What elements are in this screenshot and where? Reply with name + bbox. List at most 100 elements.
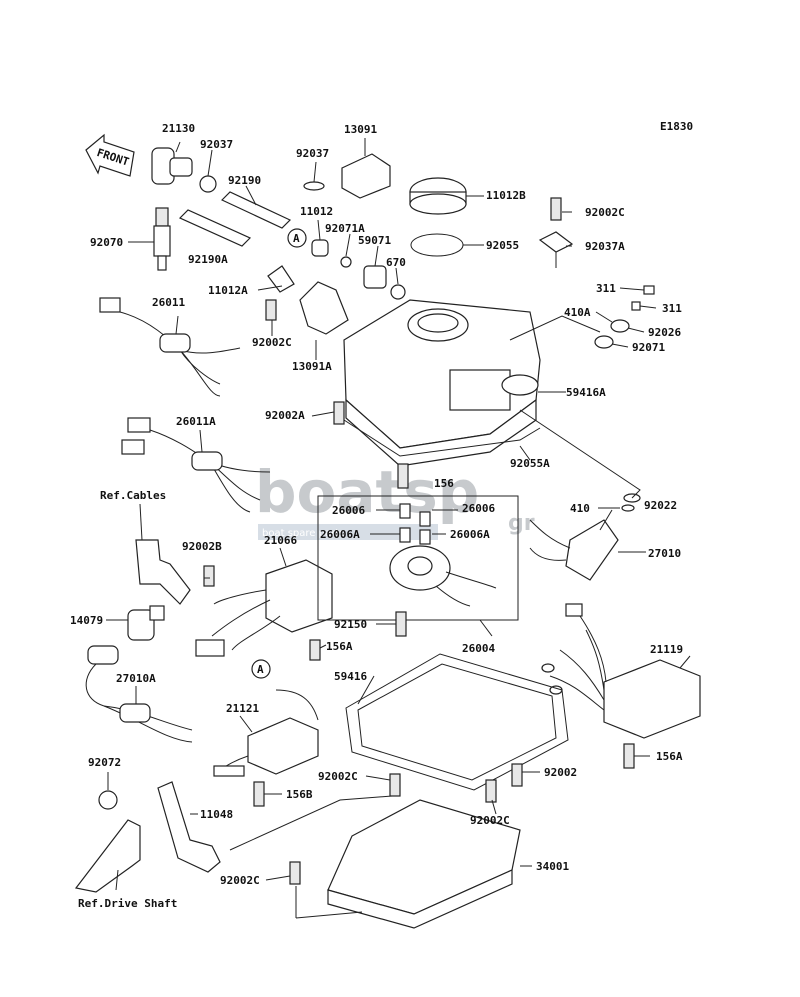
part-11012-plug [311,219,329,257]
label-410a: 410A [564,306,591,319]
part-11012a-cap [257,265,295,293]
part-11048-bracket [157,781,221,873]
label-92002c-center: 92002C [318,770,358,783]
part-92002c-bolt-left [265,299,277,336]
part-drive-shaft-bracket [74,819,141,893]
callout-a-top: A [287,228,307,248]
part-92055a-gasket [343,419,541,461]
part-26011a-harness [121,417,271,513]
label-92150: 92150 [334,618,367,631]
label-59416a: 59416A [566,386,606,399]
part-92070-spark-plug [128,207,171,271]
label-21121: 21121 [226,702,259,715]
part-92002b-bolt [203,565,215,587]
label-11012b: 11012B [486,189,526,202]
watermark-band [258,524,438,540]
part-92037-clip-top [303,161,325,191]
label-311-a: 311 [596,282,616,295]
label-26011: 26011 [152,296,185,309]
part-26004-pickup [389,545,497,637]
part-92002a-bolt [333,401,345,425]
part-59416-gasket [345,653,569,791]
part-34001-plate [327,799,532,929]
part-92190-hose [220,185,292,229]
label-92071: 92071 [632,341,665,354]
watermark-subtext: boat spare parts [262,528,344,539]
part-92037a-clamp [538,231,574,268]
label-92002c-left: 92002C [252,336,292,349]
label-13091a: 13091A [292,360,332,373]
part-92002c-bolt-center-right [485,779,497,803]
label-92002c-bottom: 92002C [220,874,260,887]
part-92002c-bolt-bottom [289,861,363,919]
part-13091a-bracket [299,281,349,360]
label-92037a: 92037A [585,240,625,253]
label-92022: 92022 [644,499,677,512]
part-92071a-ring [340,233,352,268]
label-11048: 11048 [200,808,233,821]
part-156a-bolt-left [309,639,321,661]
label-11012a: 11012A [208,284,248,297]
label-ref-drive-shaft: Ref.Drive Shaft [78,897,177,910]
part-92150-bolt [395,611,407,637]
callout-a-top-label: A [293,232,300,245]
part-670-oring [390,267,406,300]
label-92072: 92072 [88,756,121,769]
label-26004: 26004 [462,642,495,655]
label-92002b: 92002B [182,540,222,553]
label-92037-a: 92037 [200,138,233,151]
part-156a-bolt-right [623,743,635,769]
label-27010: 27010 [648,547,681,560]
part-21119-cdi [541,603,701,739]
label-26006a-right: 26006A [450,528,490,541]
label-92037-b: 92037 [296,147,329,160]
label-156: 156 [434,477,454,490]
box-26004-group [317,495,519,621]
part-21066-regulator [195,547,333,657]
label-92002c-center-right: 92002C [470,814,510,827]
label-92055: 92055 [486,239,519,252]
part-92055-oring [410,233,484,257]
front-arrow-icon: FRONT [85,133,135,177]
part-26011-harness [99,297,241,397]
label-156a: 156A [326,640,353,653]
part-92002c-bolt-center [389,773,401,797]
label-26006a-left: 26006A [320,528,360,541]
label-26006-right: 26006 [462,502,495,515]
label-26011a: 26011A [176,415,216,428]
label-92002c-top-right: 92002C [585,206,625,219]
label-21119: 21119 [650,643,683,656]
part-92002-bolt [511,763,523,787]
part-14079-sensor [106,605,165,641]
part-59071-fitting [363,245,387,289]
part-21130-sensor [151,141,193,185]
label-ref-cables: Ref.Cables [100,489,166,502]
label-14079: 14079 [70,614,103,627]
part-92072-clip [98,772,118,810]
part-59416a-housing [343,299,566,467]
label-21066: 21066 [264,534,297,547]
label-410: 410 [570,502,590,515]
part-26006-brush [399,503,431,545]
part-156b-bolt [253,781,265,807]
label-670: 670 [386,256,406,269]
part-27010a-relay [85,645,193,743]
label-34001: 34001 [536,860,569,873]
label-92002: 92002 [544,766,577,779]
callout-a-bottom: A [251,659,271,679]
diagram-code: E1830 [660,120,693,133]
label-156a-right: 156A [656,750,683,763]
label-92026: 92026 [648,326,681,339]
part-small-seals [594,285,655,349]
part-156-bolt [397,463,409,489]
label-92190a: 92190A [188,253,228,266]
part-92037-clamp [199,149,217,193]
part-21121-ignition-coil [213,689,319,777]
callout-a-bottom-label: A [257,663,264,676]
label-26006-left: 26006 [332,504,365,517]
part-92190a-hose [178,209,252,247]
part-13091-block [341,138,391,199]
label-13091: 13091 [344,123,377,136]
label-21130: 21130 [162,122,195,135]
label-59416: 59416 [334,670,367,683]
